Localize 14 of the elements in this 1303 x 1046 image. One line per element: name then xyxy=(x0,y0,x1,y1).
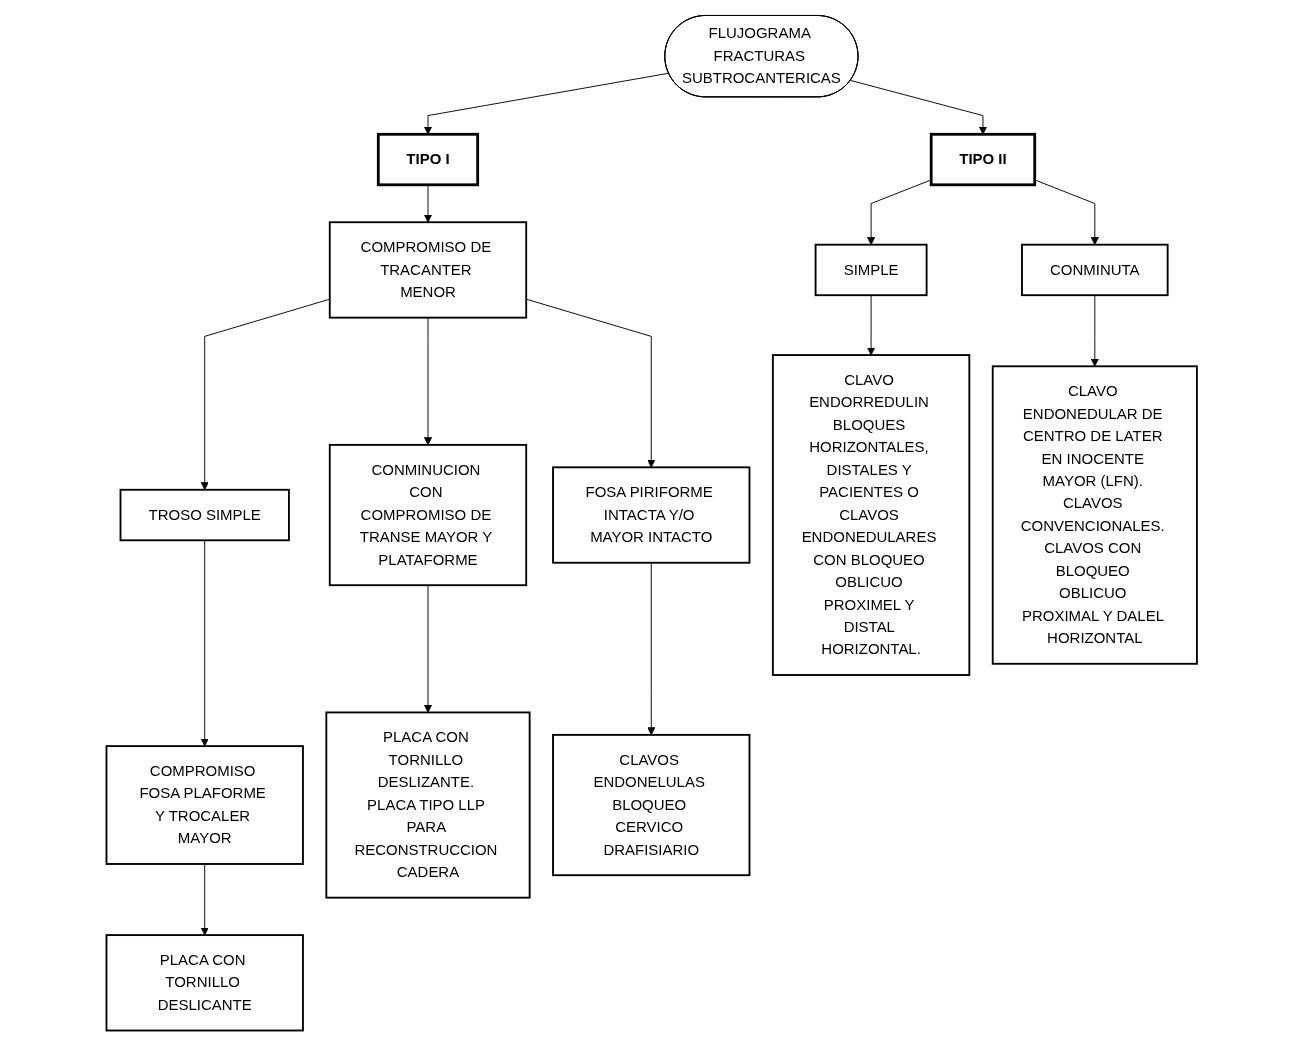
node-box: TIPO I xyxy=(376,132,479,187)
node-box: SIMPLE xyxy=(814,243,928,297)
node-box: CONMINUCION CON COMPROMISO DE TRANSE MAYOR Y PLATAFORME xyxy=(328,443,527,587)
node-box: TROSO SIMPLE xyxy=(119,488,290,542)
node-box: CONMINUTA xyxy=(1020,243,1169,297)
node-box: FOSA PIRIFORME INTACTA Y/O MAYOR INTACTO xyxy=(551,466,751,564)
node-box: CLAVOS ENDONELULAS BLOQUEO CERVICO DRAFISIARIO xyxy=(551,733,751,877)
node-box: PLACA CON TORNILLO DESLICANTE xyxy=(105,934,304,1032)
node-box: CLAVO ENDORREDULIN BLOQUES HORIZONTALES, DISTALES Y PACIENTES O CLAVOS ENDONEDULARES CON BLOQUEO OBLICUO PROXIMEL Y DISTAL HORIZONTAL. xyxy=(771,354,971,676)
node-box: TIPO II xyxy=(929,132,1036,187)
node-box: COMPROMISO DE TRACANTER MENOR xyxy=(328,221,527,319)
node-box: COMPROMISO FOSA PLAFORME Y TROCALER MAYOR xyxy=(105,745,304,865)
node-box: PLACA CON TORNILLO DESLIZANTE. PLACA TIPO LLP PARA RECONSTRUCCION CADERA xyxy=(325,711,531,899)
node-box: CLAVO ENDONEDULAR DE CENTRO DE LATER EN INOCENTE MAYOR (LFN). CLAVOS CONVENCIONALES. CLAVOS CON BLOQUEO OBLICUO PROXIMAL Y DALEL HORIZONTAL xyxy=(991,365,1198,665)
